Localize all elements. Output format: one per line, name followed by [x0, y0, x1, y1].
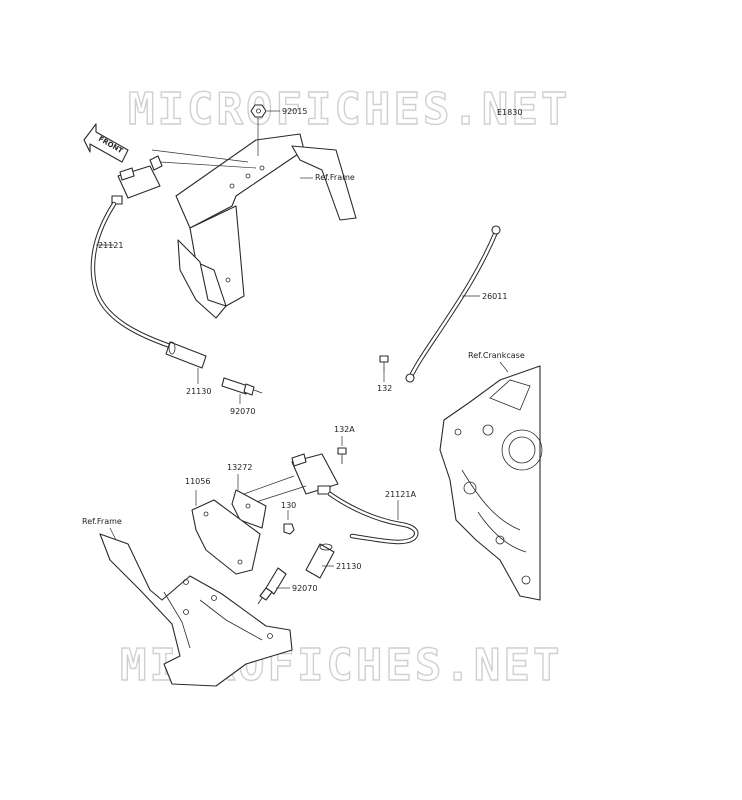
- bracket-13272: [231, 489, 267, 529]
- bolt-130-icon: [283, 523, 295, 535]
- label-21121A: 21121A: [385, 490, 416, 499]
- label-132: 132: [377, 384, 392, 393]
- label-92015: 92015: [282, 107, 307, 116]
- nut-92015-icon: [250, 104, 267, 118]
- label-ref-frame-bottom: Ref.Frame: [82, 517, 122, 526]
- label-130: 130: [281, 501, 296, 510]
- label-21130-top: 21130: [186, 387, 211, 396]
- ignition-coil-bottom: [291, 453, 339, 495]
- front-arrow-icon: FRONT: [83, 123, 129, 163]
- bracket-11056: [191, 499, 261, 575]
- bolt-132-icon: [379, 355, 389, 372]
- label-11056: 11056: [185, 477, 210, 486]
- plug-cap-bottom: [305, 543, 335, 579]
- spark-plug-top: [221, 377, 263, 396]
- label-92070-top: 92070: [230, 407, 255, 416]
- diagram-code: E1830: [497, 108, 522, 117]
- ignition-coil-top: [111, 155, 163, 205]
- label-21121-visible: 21121: [98, 241, 123, 250]
- plug-cap-top: [165, 341, 207, 369]
- crankcase: [439, 365, 543, 601]
- spark-plug-bottom: [257, 567, 287, 605]
- frame-bracket-top: [175, 133, 357, 319]
- frame-bracket-bottom: [99, 533, 293, 687]
- label-92070-bottom: 92070: [292, 584, 317, 593]
- label-13272: 13272: [227, 463, 252, 472]
- label-ref-crankcase: Ref.Crankcase: [468, 351, 525, 360]
- label-132A: 132A: [334, 425, 355, 434]
- label-21130-bottom: 21130: [336, 562, 361, 571]
- label-ref-frame-top: Ref.Frame: [315, 173, 355, 182]
- bolt-132A-icon: [337, 447, 347, 464]
- watermark-top: MICROFICHES.NET: [128, 84, 570, 135]
- label-26011: 26011: [482, 292, 507, 301]
